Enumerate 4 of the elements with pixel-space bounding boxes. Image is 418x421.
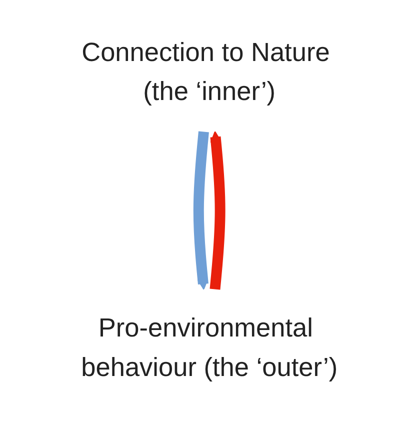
text-label: Connection to Nature (the ‘inner’) [81, 38, 330, 107]
curved-arrow [193, 131, 209, 290]
curved-arrow [209, 131, 225, 290]
text-label: Pro-environmental behaviour (the ‘outer’) [80, 314, 338, 383]
